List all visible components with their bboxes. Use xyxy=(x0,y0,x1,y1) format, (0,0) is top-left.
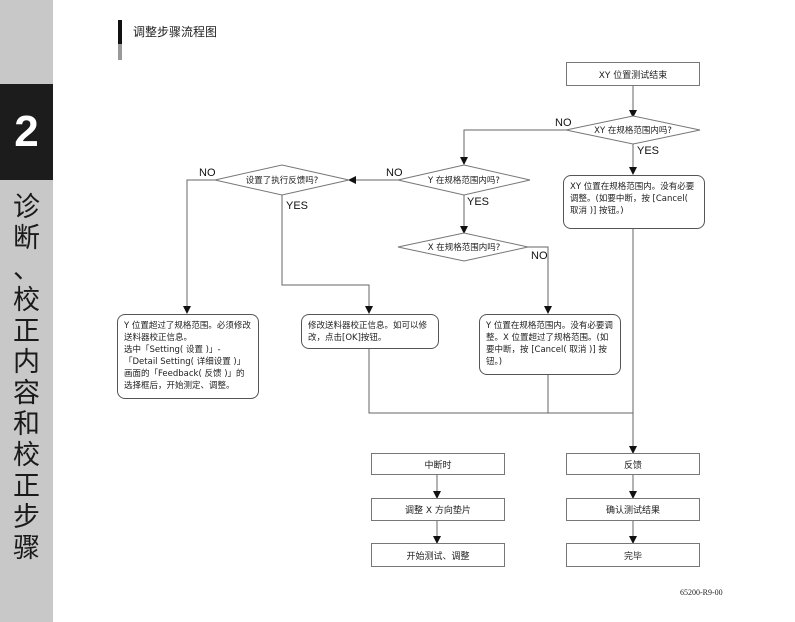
start-box: XY 位置测试结束 xyxy=(566,62,700,86)
label-yes-y: YES xyxy=(467,196,490,208)
feedback-box: 反馈 xyxy=(566,453,700,475)
start-measure-box: 开始测试、调整 xyxy=(371,543,505,567)
note-x-out-of-spec: Y 位置在规格范围内。没有必要调整。X 位置超过了规格范围。(如要中断，按 [C… xyxy=(479,314,621,375)
decision-x-text: X 在规格范围内吗? xyxy=(427,243,501,253)
confirm-result-box: 确认测试结果 xyxy=(566,498,700,521)
chapter-number: 2 xyxy=(0,84,53,180)
section-title: 调整步骤流程图 xyxy=(133,25,218,39)
decision-feedback-text: 设置了执行反馈吗? xyxy=(245,176,319,186)
section-title-bar xyxy=(118,20,122,60)
label-yes-xy: YES xyxy=(637,145,660,157)
decision-xy-diamond xyxy=(565,115,701,145)
decision-y-text: Y 在规格范围内吗? xyxy=(428,176,500,186)
note-xy-in-spec: XY 位置在规格范围内。没有必要调整。(如要中断，按 [Cancel( 取消 )… xyxy=(563,175,705,229)
note-modify-feeder: 修改送料器校正信息。如可以修改，点击[OK]按钮。 xyxy=(301,314,439,349)
label-no-y: NO xyxy=(386,167,403,179)
label-no-feedback: NO xyxy=(199,167,216,179)
decision-xy-text: XY 在规格范围内吗? xyxy=(594,126,672,136)
interrupt-box: 中断时 xyxy=(371,453,505,475)
adjust-x-pad-box: 调整 X 方向垫片 xyxy=(371,498,505,521)
label-yes-feedback: YES xyxy=(286,200,309,212)
footer-code: 65200-R9-00 xyxy=(680,588,723,597)
decision-feedback-diamond xyxy=(214,164,350,196)
label-no-xy: NO xyxy=(555,117,572,129)
decision-x-diamond xyxy=(397,232,529,262)
label-no-x: NO xyxy=(531,250,548,262)
note-y-out-of-spec: Y 位置超过了规格范围。必须修改送料器校正信息。 选中「Setting( 设置 … xyxy=(117,314,259,399)
chapter-title: 诊 断 、 校 正 内 容 和 校 正 步 骤 xyxy=(13,192,40,564)
finish-box: 完毕 xyxy=(566,543,700,567)
section-title-bar-accent xyxy=(118,44,122,60)
decision-y-diamond xyxy=(397,164,531,196)
